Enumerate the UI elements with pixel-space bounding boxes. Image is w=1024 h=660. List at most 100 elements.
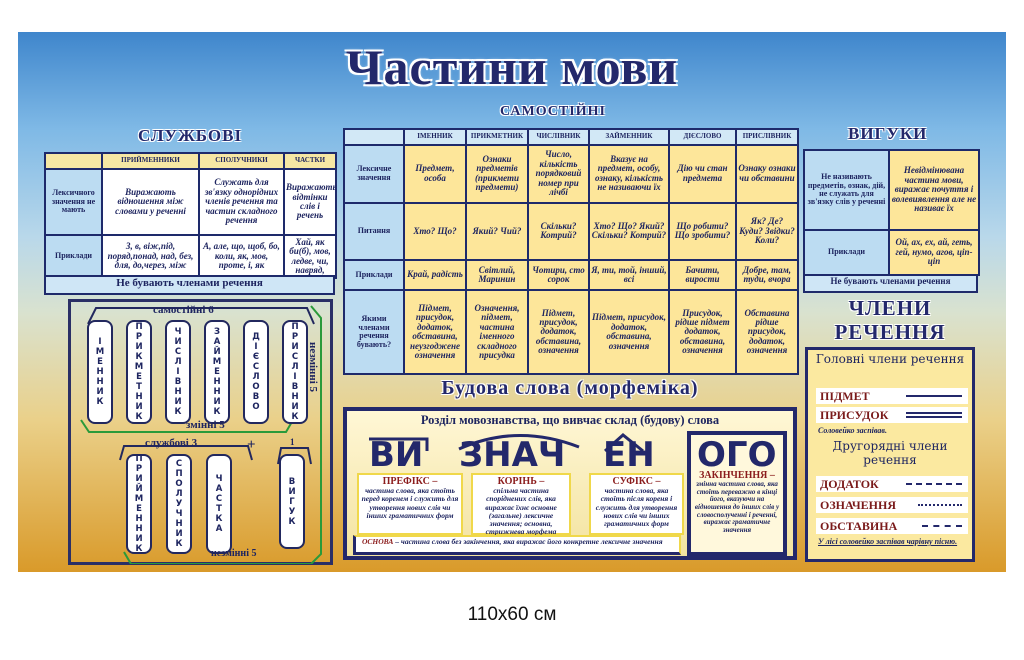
root-part: ЗНАЧ xyxy=(459,435,566,475)
table-cell: Світлий, Маринин xyxy=(465,259,529,292)
column-header: ДІЄСЛОВО xyxy=(668,127,737,147)
table-cell: Добре, там, туди, вчора xyxy=(735,259,799,292)
row-label: Питання xyxy=(343,201,405,262)
table-cell: Предмет, особа xyxy=(403,144,467,204)
member-label: ОЗНАЧЕННЯ xyxy=(820,498,896,512)
ending-part: ОГО xyxy=(697,435,777,475)
stem-text: – частина слова без закінчення, яка вира… xyxy=(393,537,663,546)
pill-label: ЗАЙМЕННИК xyxy=(212,327,222,417)
pill-label: ВИГУК xyxy=(288,476,296,527)
pill-label: ПРИСЛІВНИК xyxy=(291,322,299,422)
morphemics-box: Розділ мовознавства, що вивчає склад (бу… xyxy=(343,407,797,560)
scheme-brackets xyxy=(80,305,322,564)
morpheme-title: ЗАКІНЧЕННЯ – xyxy=(699,470,775,481)
table-cell: Число, кількість порядковий номер при лі… xyxy=(527,144,590,204)
table-cell: Скільки? Котрий? xyxy=(527,201,590,262)
table-cell: Я, ти, той, інший, всі xyxy=(588,259,670,292)
dashed-underline-icon xyxy=(906,483,962,485)
one-label: 1 xyxy=(290,437,295,447)
table-cell: Ой, ах, ех, ай, геть, гей, нумо, агов, ц… xyxy=(888,229,980,276)
table-cell: Підмет, присудок, додаток, обставина, оз… xyxy=(588,289,670,375)
table-cell: Бачити, вирости xyxy=(668,259,737,292)
independent-heading: самостійні xyxy=(500,104,606,119)
example-2: У лісі соловейко заспівав чарівну пісню. xyxy=(818,537,958,546)
table-cell: Дію чи стан предмета xyxy=(668,144,737,204)
dash-dot-underline-icon xyxy=(922,525,962,527)
service-count-label: службові 3 xyxy=(145,437,198,449)
page-title: Частини мови xyxy=(345,39,679,95)
service-heading: Службові xyxy=(138,126,243,145)
morphemics-subtitle: Розділ мовознавства, що вивчає склад (бу… xyxy=(420,413,720,427)
double-underline-icon xyxy=(906,412,962,418)
unchangeable-bottom-label: незмінні 5 xyxy=(211,548,257,559)
prefix-part: ВИ xyxy=(369,435,424,475)
interjection-table: Не називають предметів, ознак, дій, не с… xyxy=(803,149,980,276)
morpheme-ending: ЗАКІНЧЕННЯ –змінна частина слова, яка ст… xyxy=(693,469,781,553)
row-label: Лексичного значення не мають xyxy=(44,168,103,236)
member-label: ДОДАТОК xyxy=(820,477,879,491)
row-label: Приклади xyxy=(44,234,103,279)
table-cell: А, але, що, щоб, бо, коли, як, мов, прот… xyxy=(198,234,285,279)
table-cell: Підмет, присудок, додаток, обставина, не… xyxy=(403,289,467,375)
morpheme-text: змінна частина слова, яка стоїть переваж… xyxy=(694,480,780,535)
row-label: Якими членами речення бувають? xyxy=(343,289,405,375)
member-adverbial: ОБСТАВИНА xyxy=(816,518,968,534)
size-caption: 110x60 см xyxy=(467,604,557,625)
table-cell: Присудок, рідше підмет додаток, обставин… xyxy=(668,289,737,375)
sentence-members-box: Головні члени речення ПІДМЕТ ПРИСУДОК Со… xyxy=(805,347,975,562)
pill-part-of-speech: ПРИКМЕТНИК xyxy=(126,320,152,424)
table-cell: Підмет, присудок, додаток, обставина, оз… xyxy=(527,289,590,375)
plus-sign: + xyxy=(247,437,256,453)
secondary-members-heading: Другорядні члени речення xyxy=(832,439,948,467)
column-header: ІМЕННИК xyxy=(403,127,467,147)
member-subject: ПІДМЕТ xyxy=(816,388,968,404)
table-cell: Хто? Що? xyxy=(403,201,467,262)
table-cell: Ознаку ознаки чи обставини xyxy=(735,144,799,204)
pill-part-of-speech: ЧАСТКА xyxy=(206,454,232,554)
member-label: ПІДМЕТ xyxy=(820,389,870,403)
stem-title: ОСНОВА xyxy=(362,537,394,546)
sentence-members-heading: Члени речення xyxy=(834,296,946,344)
stem-definition: ОСНОВА – частина слова без закінчення, я… xyxy=(353,535,681,555)
pill-part-of-speech: ПРИСЛІВНИК xyxy=(282,320,308,424)
member-label: ОБСТАВИНА xyxy=(820,519,898,533)
row-label: Приклади xyxy=(343,259,405,292)
morpheme-title: СУФІКС – xyxy=(612,476,661,487)
column-header xyxy=(44,152,103,170)
pill-label: СПОЛУЧНИК xyxy=(175,459,183,549)
pill-part-of-speech: ЧИСЛІВНИК xyxy=(165,320,191,424)
row-label: Приклади xyxy=(803,229,890,276)
table-cell: Обставина рідше присудок, додаток, означ… xyxy=(735,289,799,375)
pill-label: ПРИЙМЕННИК xyxy=(134,454,144,554)
pill-label: ПРИКМЕТНИК xyxy=(134,322,144,422)
table-cell: Хай, як би(б), мов, ледве, чи, навряд, xyxy=(283,234,337,279)
table-cell: Вказує на предмет, особу, ознаку, кількі… xyxy=(588,144,670,204)
member-object: ДОДАТОК xyxy=(816,476,968,492)
pill-part-of-speech: ПРИЙМЕННИК xyxy=(126,454,152,554)
single-underline-icon xyxy=(906,395,962,397)
member-predicate: ПРИСУДОК xyxy=(816,407,968,423)
table-cell: Який? Чий? xyxy=(465,201,529,262)
morpheme-marks xyxy=(369,433,644,453)
pill-part-of-speech: ІМЕННИК xyxy=(87,320,113,424)
pill-label: ЧАСТКА xyxy=(215,474,223,534)
pill-label: ДІЄСЛОВО xyxy=(252,332,260,412)
morpheme-root: КОРІНЬ –спільна частина споріднених слів… xyxy=(471,473,571,536)
column-header: ЧИСЛІВНИК xyxy=(527,127,590,147)
member-label: ПРИСУДОК xyxy=(820,408,889,422)
column-header: СПОЛУЧНИКИ xyxy=(198,152,285,170)
morphemics-heading: Будова слова (морфеміка) xyxy=(441,377,699,399)
main-members-heading: Головні члени речення xyxy=(815,352,965,366)
table-cell: Хто? Що? Який? Скільки? Котрий? xyxy=(588,201,670,262)
row-label: Не називають предметів, ознак, дій, не с… xyxy=(803,149,890,231)
suffix-part: ЕН xyxy=(603,435,655,475)
morpheme-suffix: СУФІКС –частина слова, яка стоїть після … xyxy=(589,473,684,535)
column-header: ЗАЙМЕННИК xyxy=(588,127,670,147)
member-attribute: ОЗНАЧЕННЯ xyxy=(816,497,968,513)
table-cell: Служать для зв'язку однорідних членів ре… xyxy=(198,168,285,236)
